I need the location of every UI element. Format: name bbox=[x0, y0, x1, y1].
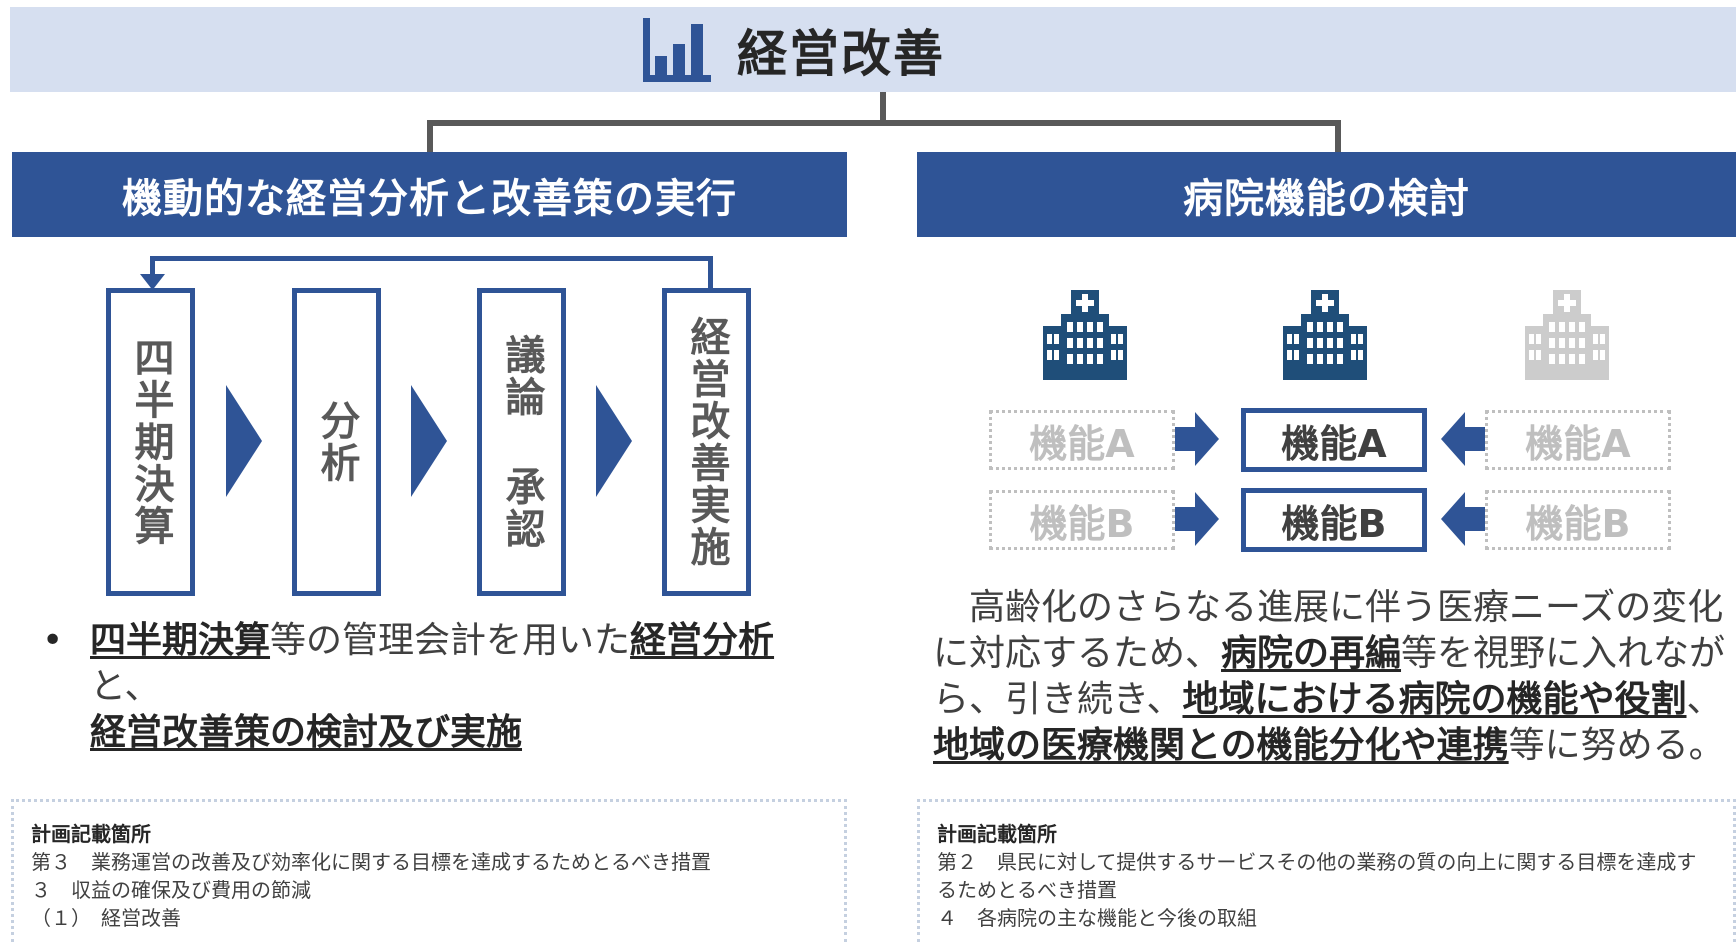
bullet-text: 四半期決算等の管理会計を用いた経営分析と、経営改善策の検討及び実施 bbox=[90, 618, 834, 756]
body-text: 高齢化のさらなる進展に伴う医療ニーズの変化に対応するため、 bbox=[933, 587, 1724, 674]
plan-line: （１） 経営改善 bbox=[31, 906, 181, 930]
body-text: 、 bbox=[1686, 679, 1723, 720]
plan-line: るためとるべき措置 bbox=[937, 878, 1117, 902]
step-label: 分析 bbox=[313, 400, 360, 484]
page-title: 経営改善 bbox=[737, 24, 945, 83]
emphasis-text: 地域の医療機関との機能分化や連携 bbox=[933, 725, 1509, 766]
emphasis-text: 地域における病院の機能や役割 bbox=[1182, 679, 1687, 720]
right-plan-box: 計画記載箇所 第２ 県民に対して提供するサービスその他の業務の質の向上に関する目… bbox=[917, 799, 1736, 942]
plan-line: 第２ 県民に対して提供するサービスその他の業務の質の向上に関する目標を達成す bbox=[937, 850, 1697, 874]
connector-horizontal bbox=[427, 120, 1341, 126]
feedback-arrow-icon bbox=[140, 256, 165, 290]
bar-chart-icon bbox=[643, 17, 711, 82]
emphasis-text: 四半期決算 bbox=[90, 620, 271, 661]
function-b-center: 機能B bbox=[1241, 488, 1427, 552]
connector-right-drop bbox=[1335, 120, 1341, 152]
function-a-right: 機能A bbox=[1485, 410, 1671, 470]
right-paragraph: 高齢化のさらなる進展に伴う医療ニーズの変化に対応するため、病院の再編等を視野に入… bbox=[933, 585, 1733, 769]
connector-vertical-top bbox=[880, 92, 886, 124]
step-label: 議論 承認 bbox=[498, 334, 545, 550]
bullet-dot: • bbox=[42, 620, 64, 661]
body-text: 等の管理会計を用いた bbox=[270, 620, 631, 661]
plan-line: 第３ 業務運営の改善及び効率化に関する目標を達成するためとるべき措置 bbox=[31, 850, 711, 874]
left-plan-box: 計画記載箇所 第３ 業務運営の改善及び効率化に関する目標を達成するためとるべき措… bbox=[11, 799, 847, 942]
function-b-right: 機能B bbox=[1485, 490, 1671, 550]
step-discussion-approval: 議論 承認 bbox=[477, 288, 566, 596]
left-section-header: 機動的な経営分析と改善策の実行 bbox=[12, 152, 847, 237]
emphasis-text: 病院の再編 bbox=[1221, 633, 1402, 674]
function-a-left: 機能A bbox=[989, 410, 1175, 470]
hospital-icon-faded bbox=[1525, 290, 1609, 380]
function-b-left: 機能B bbox=[989, 490, 1175, 550]
body-text: と、 bbox=[90, 666, 161, 707]
step-improvement-implementation: 経営改善実施 bbox=[662, 288, 751, 596]
plan-line: ４ 各病院の主な機能と今後の取組 bbox=[937, 906, 1257, 930]
plan-line: ３ 収益の確保及び費用の節減 bbox=[31, 878, 311, 902]
emphasis-text: 経営分析 bbox=[630, 620, 775, 661]
step-quarterly-settlement: 四半期決算 bbox=[106, 288, 195, 596]
chevron-right-icon bbox=[596, 385, 632, 497]
chevron-right-icon bbox=[411, 385, 447, 497]
body-text: 等に努める。 bbox=[1508, 725, 1725, 766]
step-label: 経営改善実施 bbox=[683, 316, 730, 568]
step-analysis: 分析 bbox=[292, 288, 381, 596]
hospital-icon bbox=[1283, 290, 1367, 380]
chevron-right-icon bbox=[226, 385, 262, 497]
emphasis-text: 経営改善策の検討及び実施 bbox=[90, 712, 523, 753]
arrow-right-icon bbox=[1175, 412, 1219, 466]
right-section-header: 病院機能の検討 bbox=[917, 152, 1736, 237]
function-a-center: 機能A bbox=[1241, 408, 1427, 472]
arrow-left-icon bbox=[1441, 412, 1485, 466]
arrow-left-icon bbox=[1441, 492, 1485, 546]
title-banner: 経営改善 bbox=[10, 7, 1736, 92]
left-bullet: • 四半期決算等の管理会計を用いた経営分析と、経営改善策の検討及び実施 bbox=[34, 618, 834, 756]
arrow-right-icon bbox=[1175, 492, 1219, 546]
body-text: 等を視野に入れながら、引き続き、 bbox=[933, 633, 1726, 720]
plan-title: 計画記載箇所 bbox=[31, 822, 151, 846]
connector-left-drop bbox=[427, 120, 433, 152]
plan-title: 計画記載箇所 bbox=[937, 822, 1057, 846]
step-label: 四半期決算 bbox=[127, 337, 174, 547]
hospital-icon bbox=[1043, 290, 1127, 380]
feedback-loop-line bbox=[150, 256, 713, 290]
